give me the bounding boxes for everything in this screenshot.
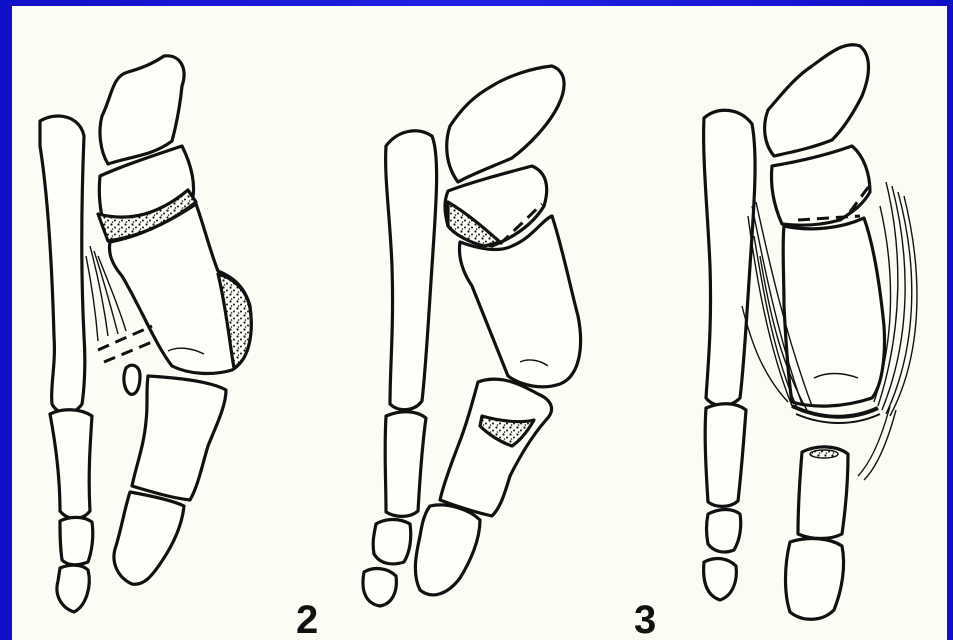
panel2-phalanx-c	[363, 569, 396, 606]
panel3-fracture-surface	[810, 450, 838, 458]
panel-3-drawing	[704, 45, 917, 620]
panel2-phalanx-lower	[415, 505, 480, 595]
panel1-phalanx-b	[60, 517, 93, 564]
panel3-ligament-13	[864, 410, 896, 480]
figure-paper: 2 3	[12, 6, 947, 640]
panel3-cuneiform-top	[765, 45, 869, 156]
panel2-phalanx-a	[385, 412, 426, 517]
panel3-phalanx-c	[704, 559, 737, 600]
panel3-metatarsal-5	[704, 110, 755, 405]
panel3-ligament-6	[742, 306, 788, 402]
panel3-metatarsal-lower	[798, 447, 848, 539]
panel1-phalanx-lower	[114, 492, 184, 584]
panel3-phalanx-a	[705, 404, 746, 507]
panel-1-drawing	[40, 56, 251, 612]
panel3-phalanx-b	[707, 510, 741, 553]
panel2-phalanx-b	[373, 520, 411, 564]
panel1-fragment	[124, 365, 140, 394]
bone-illustration	[12, 6, 947, 640]
panel1-phalanx-a	[50, 410, 92, 519]
panel-3-label: 3	[634, 600, 656, 640]
panel-2-drawing	[363, 66, 581, 606]
panel1-metatarsal-5	[40, 116, 85, 413]
panel1-metatarsal-lower	[132, 376, 226, 500]
panel-2-label: 2	[296, 600, 318, 640]
panel2-metatarsal-lower	[440, 379, 552, 516]
panel1-dashed-line-2	[104, 342, 152, 362]
panel3-cuneiform-mid	[771, 146, 870, 225]
panel1-phalanx-c	[57, 565, 89, 612]
panel3-cuboid	[783, 218, 884, 406]
panel2-cuneiform-top	[447, 66, 564, 182]
panel1-cuneiform-top	[100, 56, 184, 164]
panel3-phalanx-lower	[786, 539, 844, 620]
panel2-metatarsal-5	[386, 131, 437, 410]
